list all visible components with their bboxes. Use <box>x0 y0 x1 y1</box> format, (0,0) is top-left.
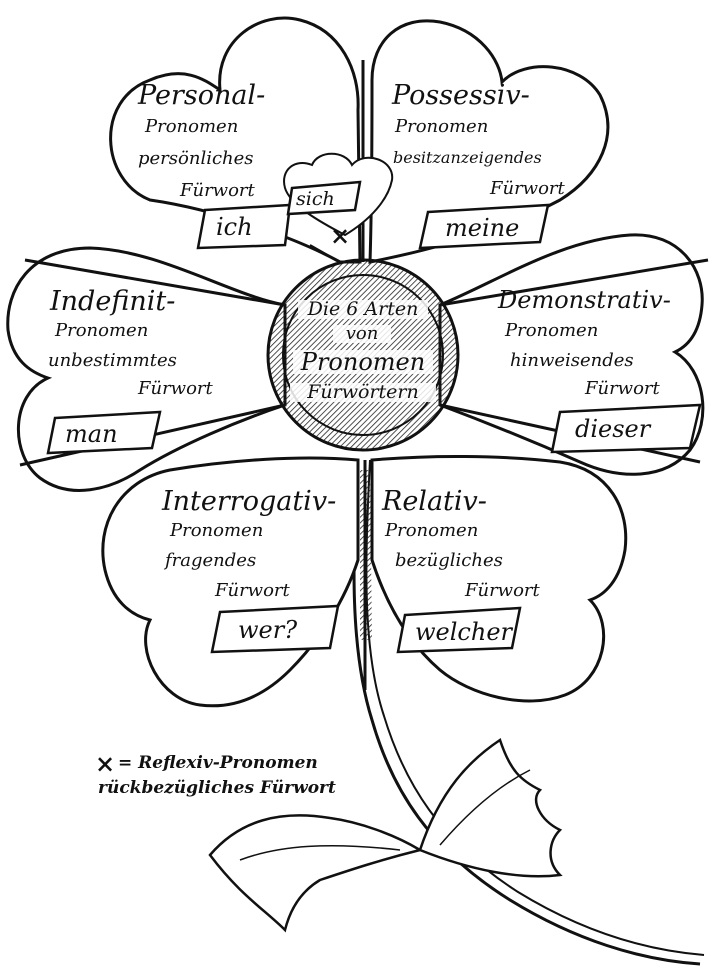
indefinit-type: Pronomen <box>55 320 149 341</box>
demonstrativ-type: Pronomen <box>505 320 599 341</box>
relativ-type: Pronomen <box>385 520 479 541</box>
possessiv-type: Pronomen <box>395 116 489 137</box>
personal-noun: Fürwort <box>180 180 255 201</box>
center-line2: von <box>333 325 391 343</box>
center-line4: Fürwörtern <box>290 383 436 402</box>
personal-title: Personal- <box>138 80 266 111</box>
center-line1: Die 6 Arten <box>298 300 428 319</box>
center-line3: Pronomen <box>293 350 433 374</box>
interrogativ-type: Pronomen <box>170 520 264 541</box>
box-welcher <box>396 606 522 654</box>
indefinit-title: Indefinit- <box>50 286 176 317</box>
indefinit-noun: Fürwort <box>138 378 213 399</box>
example-welcher: welcher <box>415 618 512 646</box>
interrogativ-noun: Fürwort <box>215 580 290 601</box>
box-dieser <box>550 403 702 454</box>
box-wer <box>210 604 340 654</box>
flower-stem <box>352 459 701 966</box>
personal-type: Pronomen <box>145 116 239 137</box>
interrogativ-title: Interrogativ- <box>162 486 337 517</box>
box-sich <box>286 180 362 216</box>
box-ich <box>196 203 292 250</box>
possessiv-noun: Fürwort <box>490 178 565 199</box>
relativ-noun: Fürwort <box>465 580 540 601</box>
leaf <box>418 738 563 878</box>
personal-desc: persönliches <box>138 148 254 169</box>
interrogativ-desc: fragendes <box>165 550 257 571</box>
box-man <box>46 410 162 455</box>
possessiv-desc: besitzanzeigendes <box>393 148 542 167</box>
legend-line1: = Reflexiv-Pronomen <box>118 753 318 773</box>
example-meine: meine <box>445 214 520 242</box>
indefinit-desc: unbestimmtes <box>48 350 177 371</box>
example-man: man <box>65 420 118 448</box>
demonstrativ-noun: Fürwort <box>585 378 660 399</box>
relativ-title: Relativ- <box>382 486 487 517</box>
reflexive-mark: × <box>330 221 351 250</box>
example-dieser: dieser <box>575 415 651 443</box>
legend-line2: rückbezügliches Fürwort <box>98 778 336 798</box>
example-wer: wer? <box>238 616 298 644</box>
leaf-lower <box>208 814 424 933</box>
relativ-desc: bezügliches <box>395 550 503 571</box>
box-meine <box>418 203 550 250</box>
possessiv-title: Possessiv- <box>392 80 530 111</box>
demonstrativ-title: Demonstrativ- <box>498 286 671 314</box>
legend-symbol: × <box>95 749 116 778</box>
example-ich: ich <box>216 213 253 241</box>
example-sich: sich <box>296 188 335 210</box>
demonstrativ-desc: hinweisendes <box>510 350 634 371</box>
